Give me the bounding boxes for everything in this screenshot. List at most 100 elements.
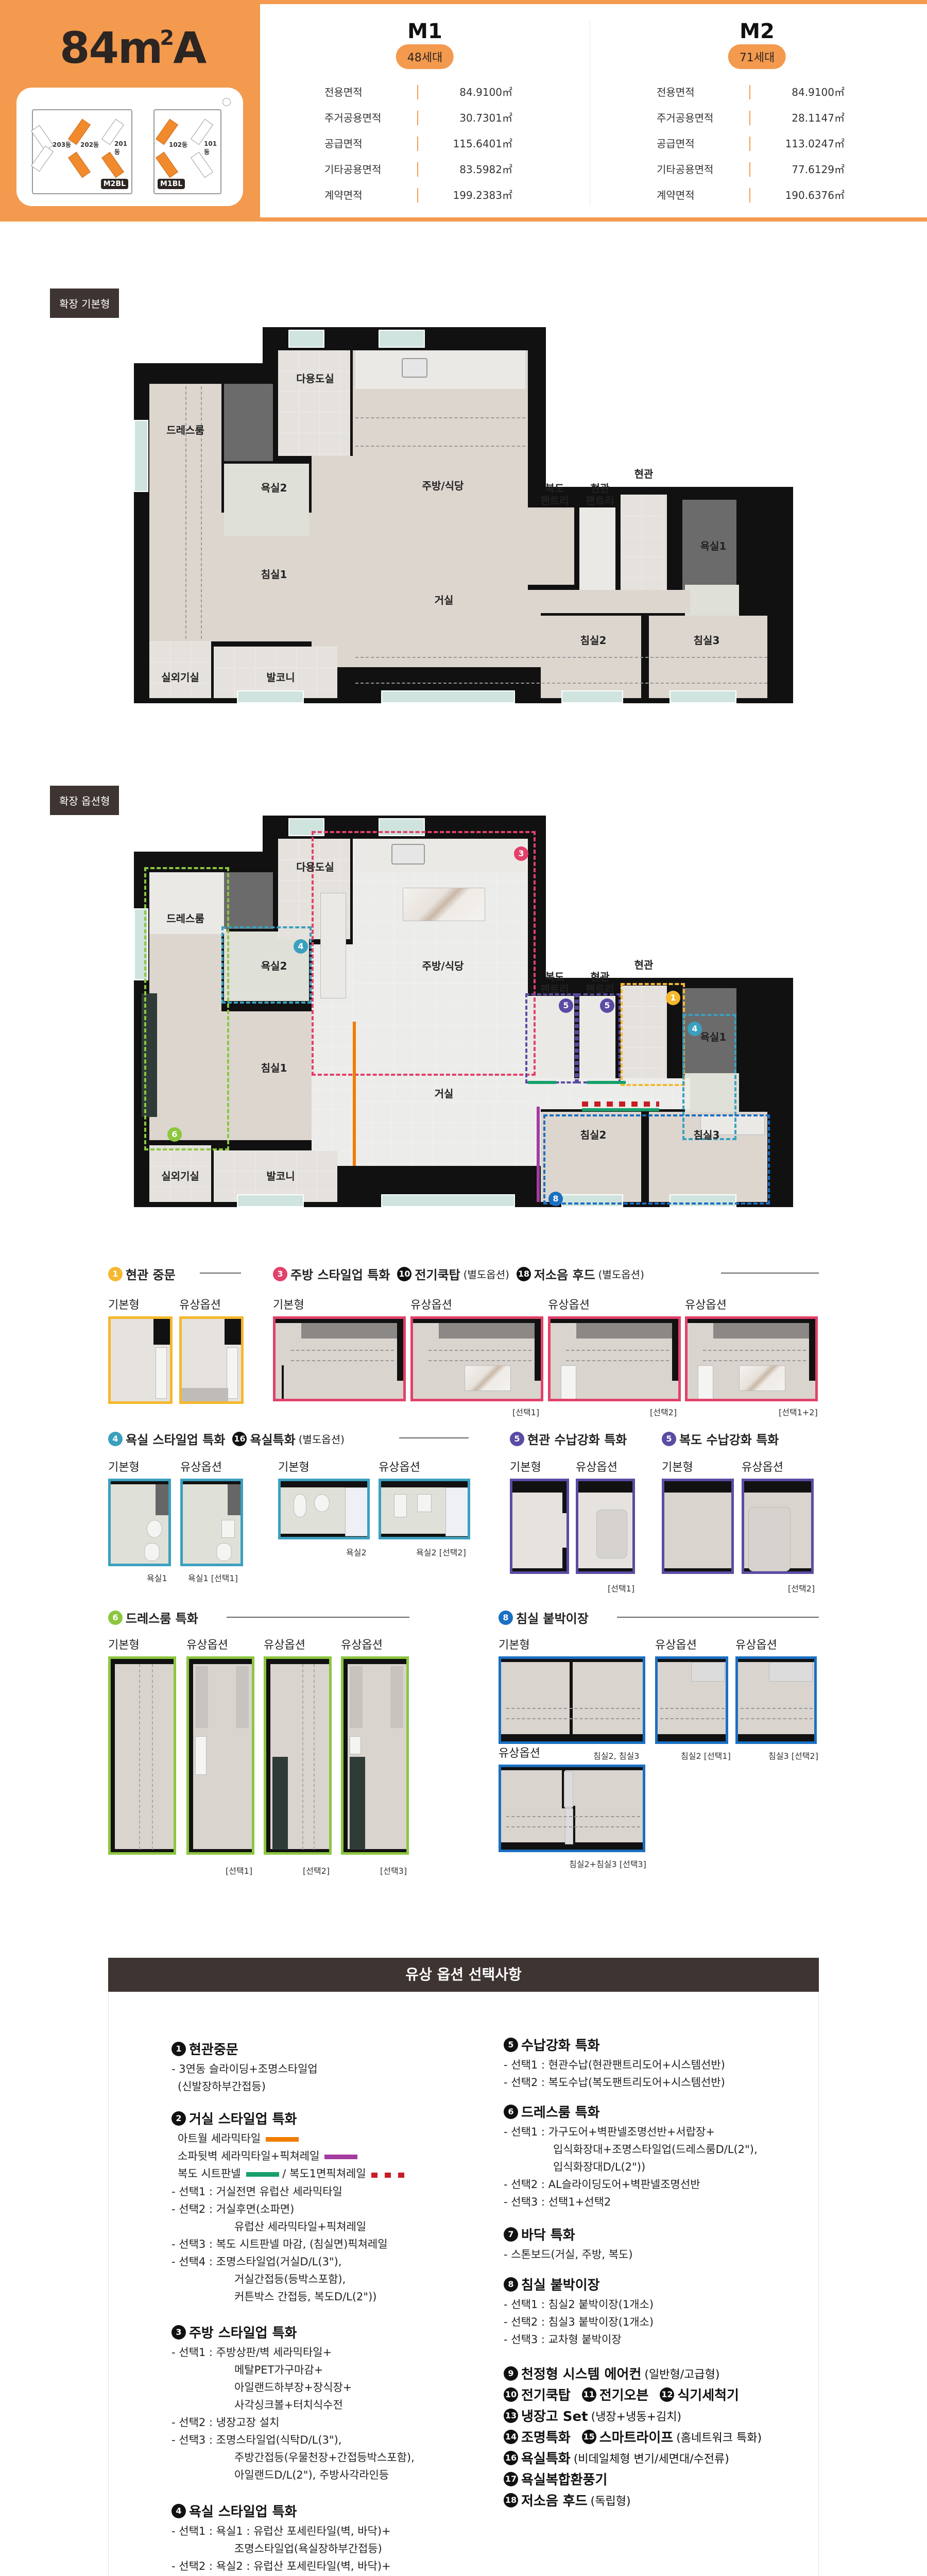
- room-living: [350, 611, 541, 667]
- marker-3: 3: [514, 846, 528, 861]
- thumb-caption: [선택1]: [512, 1408, 540, 1417]
- legend-sofa-wall: 소파뒷벽 세라믹타일+픽쳐레일: [171, 2147, 411, 2165]
- thumb-storage-corridor-option: [742, 1479, 814, 1574]
- room-label: 침실1: [261, 1062, 287, 1074]
- corridor-panel-line: [582, 1108, 659, 1111]
- room-label: 침실2: [580, 1129, 607, 1141]
- section-tag-basic: 확장 기본형: [50, 289, 119, 318]
- option-outline-bath1: [682, 1014, 736, 1140]
- building-label: 202동: [80, 141, 99, 148]
- building-label: 101동: [204, 140, 217, 156]
- thumb-caption: 침실2, 침실3: [593, 1751, 640, 1761]
- option-title-wardrobe: 8 침실 붙박이장: [499, 1608, 589, 1626]
- thumb-bath2-option: [379, 1479, 470, 1539]
- window: [134, 420, 148, 492]
- window: [379, 330, 425, 348]
- thumb-caption: [선택2]: [788, 1584, 815, 1594]
- thumb-label: 유상옵션: [180, 1461, 222, 1474]
- north-compass-icon: [222, 98, 231, 106]
- thumb-label: 기본형: [278, 1461, 310, 1474]
- thumb-entry-option: [179, 1316, 244, 1404]
- thumb-caption: 욕실2: [346, 1548, 367, 1557]
- room-label: 현관 팬트리: [586, 482, 614, 507]
- room-label: 침실3: [693, 1129, 720, 1141]
- marker-6: 6: [167, 1127, 182, 1142]
- room-label: 침실1: [261, 568, 287, 581]
- site-m2bl: 203동 202동 201동 M2BL: [31, 109, 132, 194]
- room-label: 다용도실: [296, 861, 334, 873]
- divider: [617, 1617, 819, 1618]
- room-entry: [621, 495, 667, 600]
- room-label: 실외기실: [161, 1170, 199, 1182]
- room-entry: [621, 986, 667, 1086]
- thumb-storage-corridor-basic: [662, 1479, 734, 1574]
- thumb-label: 기본형: [662, 1461, 693, 1474]
- thumb-wardrobe-option2: [735, 1656, 817, 1744]
- thumb-caption: 침실3 [선택2]: [768, 1751, 818, 1761]
- window: [381, 1194, 515, 1207]
- kitchen-counter: [355, 350, 525, 389]
- thumb-dressroom-option2: [264, 1656, 332, 1855]
- marker-1: 1: [666, 991, 680, 1005]
- thumb-bath1-option: [180, 1479, 243, 1566]
- thumb-kitchen-basic: [273, 1316, 406, 1401]
- thumb-caption: 침실2+침실3 [선택3]: [569, 1859, 646, 1869]
- corridor: [528, 590, 690, 613]
- thumb-label: 유상옵션: [655, 1639, 697, 1652]
- room-entry-pantry: [579, 507, 615, 590]
- room-label: 드레스룸: [166, 424, 204, 436]
- thumb-caption: [선택2]: [650, 1408, 677, 1417]
- room-label: 욕실2: [261, 482, 287, 494]
- window: [288, 330, 324, 348]
- thumb-label: 유상옵션: [410, 1299, 452, 1312]
- divider: [399, 1437, 469, 1438]
- option-title-storage-entry: 5 현관 수납강화 특화: [510, 1430, 627, 1448]
- kitchen-sink-icon: [402, 358, 427, 378]
- corridor-panel-line: [587, 1081, 626, 1084]
- building-label: 203동: [53, 141, 72, 148]
- room-label: 거실: [434, 1088, 454, 1100]
- thumb-label: 유상옵션: [179, 1299, 221, 1312]
- section-tag-option: 확장 옵션형: [50, 786, 119, 815]
- room-balcony: [214, 1150, 337, 1202]
- kitchen-counter: [355, 839, 525, 872]
- thumb-label: 유상옵션: [576, 1461, 617, 1474]
- thumb-label: 기본형: [273, 1299, 304, 1312]
- thumb-kitchen-option2: [548, 1316, 681, 1401]
- marker-5: 5: [559, 998, 573, 1013]
- thumb-label: 유상옵션: [341, 1639, 383, 1652]
- block-tag: M2BL: [100, 179, 128, 189]
- room-label: 침실2: [580, 634, 607, 647]
- room-label: 주방/식당: [422, 960, 464, 972]
- paid-options-box: [108, 1958, 819, 2576]
- thumb-bath2-basic: [278, 1479, 370, 1539]
- legend-swatch-green: [246, 2172, 279, 2177]
- room-label: 침실3: [693, 634, 720, 647]
- window: [237, 1194, 304, 1207]
- ceiling-dash: [355, 446, 525, 447]
- ceiling-dash: [355, 657, 767, 658]
- thumb-label: 유상옵션: [685, 1299, 727, 1312]
- ceiling-dash: [355, 683, 767, 684]
- thumb-storage-entry-basic: [510, 1479, 569, 1574]
- thumb-storage-entry-option: [576, 1479, 635, 1574]
- window: [381, 690, 515, 703]
- thumb-caption: 침실2 [선택1]: [681, 1751, 731, 1761]
- building-label: 102동: [169, 141, 188, 148]
- room-kitchen-living: [312, 456, 353, 667]
- column-name: M1: [407, 20, 442, 43]
- room-living: [350, 1101, 541, 1166]
- thumb-wardrobe-option3: [499, 1765, 645, 1852]
- room-ac: [149, 1145, 211, 1202]
- thumb-label: 유상옵션: [379, 1461, 420, 1474]
- picture-rail-line: [582, 1101, 659, 1107]
